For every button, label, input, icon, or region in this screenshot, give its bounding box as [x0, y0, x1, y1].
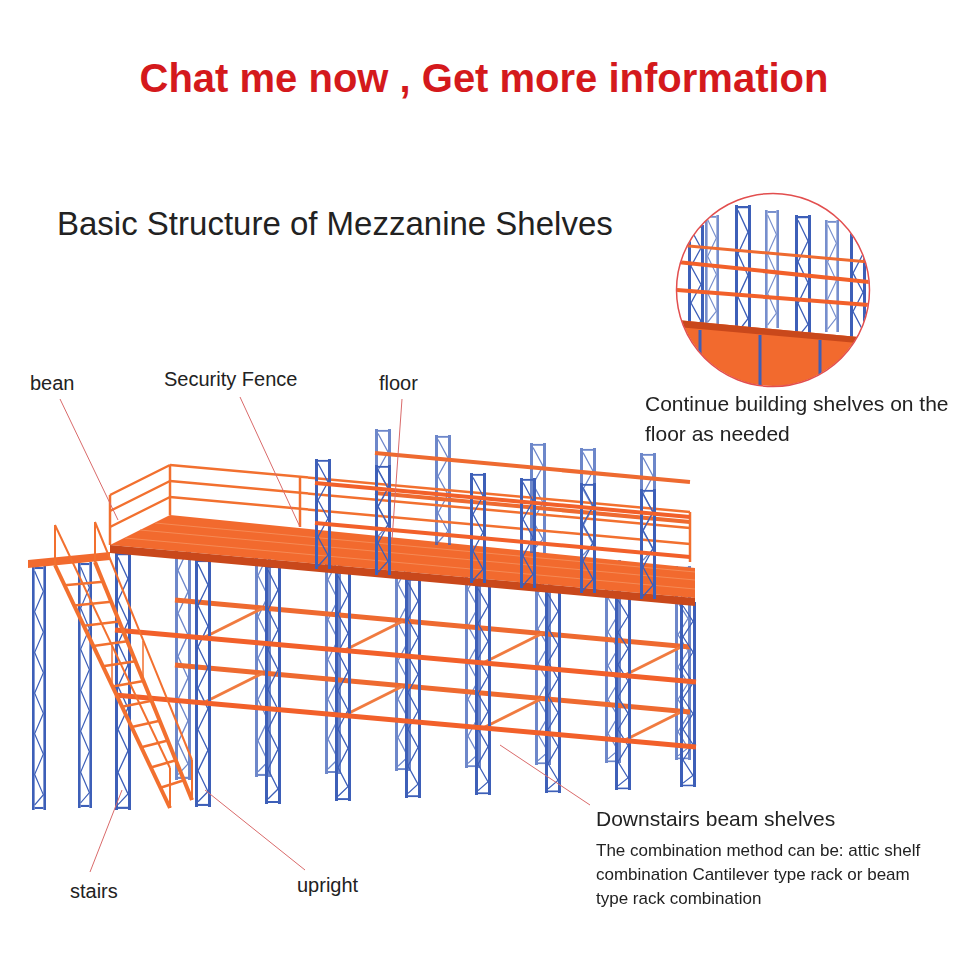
banner-heading: Chat me now , Get more information — [4, 56, 960, 101]
part-label: bean — [30, 372, 75, 395]
part-label: stairs — [70, 880, 118, 903]
part-label: floor — [379, 372, 418, 395]
section-heading: Downstairs beam shelves — [596, 807, 835, 831]
part-label: upright — [297, 874, 358, 897]
diagram-title: Basic Structure of Mezzanine Shelves — [57, 205, 613, 243]
section-note: The combination method can be: attic she… — [596, 839, 946, 911]
part-label: Security Fence — [164, 368, 297, 391]
inset-note: Continue building shelves on the floor a… — [645, 389, 950, 449]
